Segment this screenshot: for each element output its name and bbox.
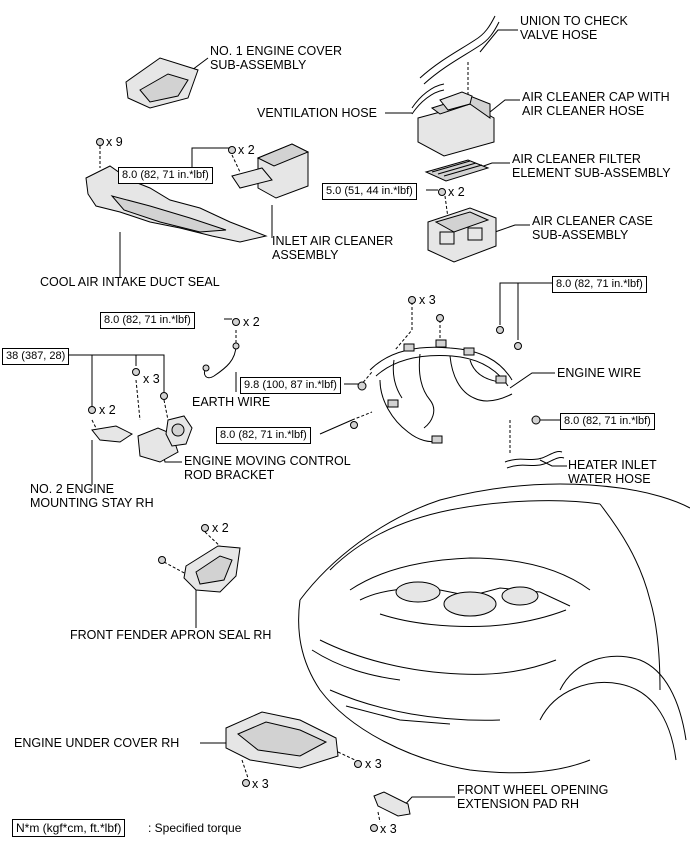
- label-cool-air-seal: COOL AIR INTAKE DUCT SEAL: [40, 275, 220, 289]
- leader-lines: [68, 29, 567, 823]
- engine-wire-part: [369, 339, 513, 444]
- mounting-stay-part: [91, 415, 193, 463]
- torque-inlet-cleaner: 8.0 (82, 71 in.*lbf): [118, 167, 213, 184]
- label-apron-seal: FRONT FENDER APRON SEAL RH: [70, 628, 272, 642]
- air-cleaner-case-part: [427, 207, 497, 263]
- label-moving-control: ENGINE MOVING CONTROL ROD BRACKET: [184, 454, 351, 482]
- filter-element-part: [424, 159, 490, 182]
- engine-cover-part: [125, 57, 199, 109]
- qty-wire-bolts: x 3: [419, 293, 436, 307]
- label-under-cover: ENGINE UNDER COVER RH: [14, 736, 180, 750]
- label-mounting-stay: NO. 2 ENGINE MOUNTING STAY RH: [30, 482, 154, 510]
- qty-pad-clips: x 3: [380, 822, 397, 836]
- qty-stay-bolts-a: x 3: [143, 372, 160, 386]
- torque-unit-legend-box: N*m (kgf*cm, ft.*lbf): [12, 819, 126, 837]
- label-ventilation-hose: VENTILATION HOSE: [257, 106, 377, 120]
- qty-seal-bolts: x 9: [106, 135, 123, 149]
- label-cleaner-case: AIR CLEANER CASE SUB-ASSEMBLY: [532, 214, 653, 242]
- label-engine-cover: NO. 1 ENGINE COVER SUB-ASSEMBLY: [210, 44, 342, 72]
- qty-earth-bolts: x 2: [243, 315, 260, 329]
- torque-engine-wire-right: 8.0 (82, 71 in.*lbf): [560, 413, 655, 430]
- extension-pad-part: [373, 791, 411, 817]
- under-cover-part: [225, 711, 339, 769]
- label-filter-element: AIR CLEANER FILTER ELEMENT SUB-ASSEMBLY: [512, 152, 671, 180]
- qty-inlet-bolts: x 2: [238, 143, 255, 157]
- qty-apron-clips: x 2: [212, 521, 229, 535]
- torque-cleaner-case: 5.0 (51, 44 in.*lbf): [322, 183, 417, 200]
- label-union-hose: UNION TO CHECK VALVE HOSE: [520, 14, 628, 42]
- torque-unit-legend-text: : Specified torque: [148, 821, 242, 835]
- qty-stay-bolts-b: x 2: [99, 403, 116, 417]
- label-engine-wire: ENGINE WIRE: [557, 366, 642, 380]
- label-cleaner-cap: AIR CLEANER CAP WITH AIR CLEANER HOSE: [522, 90, 670, 118]
- bolt-icons: [88, 138, 541, 832]
- qty-under-bolts-a: x 3: [252, 777, 269, 791]
- label-inlet-cleaner: INLET AIR CLEANER ASSEMBLY: [272, 234, 394, 262]
- inlet-air-cleaner-part: [231, 143, 310, 199]
- qty-under-bolts-b: x 3: [365, 757, 382, 771]
- label-heater-hose: HEATER INLET WATER HOSE: [568, 458, 657, 486]
- label-extension-pad: FRONT WHEEL OPENING EXTENSION PAD RH: [457, 783, 609, 811]
- apron-seal-part: [183, 545, 241, 593]
- torque-earth-wire: 8.0 (82, 71 in.*lbf): [100, 312, 195, 329]
- torque-mounting-stay: 38 (387, 28): [2, 348, 70, 365]
- vehicle-outline: [298, 483, 690, 774]
- cool-air-seal-part: [85, 165, 268, 243]
- torque-engine-wire-bottom: 8.0 (82, 71 in.*lbf): [216, 427, 311, 444]
- label-earth-wire: EARTH WIRE: [192, 395, 271, 409]
- air-cleaner-cap-part: [411, 15, 500, 157]
- heater-hose-part: [504, 451, 565, 469]
- earth-wire-part: [202, 342, 240, 379]
- torque-engine-wire-top: 8.0 (82, 71 in.*lbf): [552, 276, 647, 293]
- torque-engine-wire-left: 9.8 (100, 87 in.*lbf): [240, 377, 341, 394]
- qty-case-bolts: x 2: [448, 185, 465, 199]
